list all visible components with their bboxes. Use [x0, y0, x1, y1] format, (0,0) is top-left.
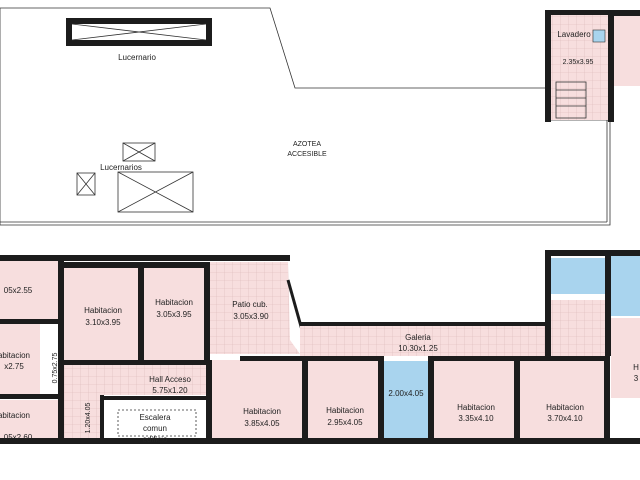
- closet-dims-1: 0.75x2.75: [52, 353, 59, 384]
- room-1-name: Habitacion: [84, 306, 122, 315]
- room-5-dims: 3.35x4.10: [458, 414, 494, 423]
- room-c-dims: 05x2.60: [4, 433, 33, 442]
- room-4-dims: 2.95x4.05: [327, 418, 363, 427]
- room-6-name: Habitacion: [546, 403, 584, 412]
- skylight-top: Lucernario: [66, 18, 212, 62]
- room-a-dims: 05x2.55: [4, 286, 33, 295]
- laundry-dims: 2.35x3.95: [563, 59, 594, 66]
- stairs-name-2: comun: [143, 424, 167, 433]
- room-c-name: abitacion: [0, 411, 30, 420]
- skylights-small: Lucernarios: [76, 142, 194, 213]
- edge-label-h: H: [633, 363, 639, 372]
- edge-label-3: 3: [634, 374, 639, 383]
- room-5-name: Habitacion: [457, 403, 495, 412]
- skylights-label: Lucernarios: [100, 163, 142, 172]
- stairs-name-1: Escalera: [139, 413, 171, 422]
- rooftop-label-1: AZOTEA: [293, 141, 321, 148]
- patio-dims: 3.05x3.90: [233, 312, 269, 321]
- room-6-dims: 3.70x4.10: [547, 414, 583, 423]
- bath-dims: 2.00x4.05: [388, 389, 424, 398]
- laundry-room: Lavadero 2.35x3.95: [545, 10, 640, 122]
- hall-dims: 5.75x1.20: [152, 386, 188, 395]
- gallery-dims: 10.30x1.25: [398, 344, 438, 353]
- main-level: 05x2.55 abitacion x2.75 abitacion 05x2.6…: [0, 250, 640, 444]
- skylight-label: Lucernario: [118, 53, 156, 62]
- rooftop-label-2: ACCESIBLE: [287, 151, 327, 158]
- room-1-dims: 3.10x3.95: [85, 318, 121, 327]
- room-3-name: Habitacion: [243, 407, 281, 416]
- hall-side-dims: 1.20x4.05: [85, 403, 92, 434]
- gallery-name: Galeria: [405, 333, 431, 342]
- room-3-dims: 3.85x4.05: [244, 419, 280, 428]
- room-4-name: Habitacion: [326, 406, 364, 415]
- laundry-label: Lavadero: [557, 30, 591, 39]
- hall-name: Hall Acceso: [149, 375, 191, 384]
- room-b-name: abitacion: [0, 351, 30, 360]
- rooftop-level: Lucernario Lucernarios AZOTEA ACCESIBLE …: [0, 7, 640, 226]
- room-b-dims: x2.75: [4, 362, 24, 371]
- patio-name: Patio cub.: [232, 300, 268, 309]
- room-2-dims: 3.05x3.95: [156, 310, 192, 319]
- stairs-name-3: edificio: [143, 435, 168, 444]
- room-2-name: Habitacion: [155, 298, 193, 307]
